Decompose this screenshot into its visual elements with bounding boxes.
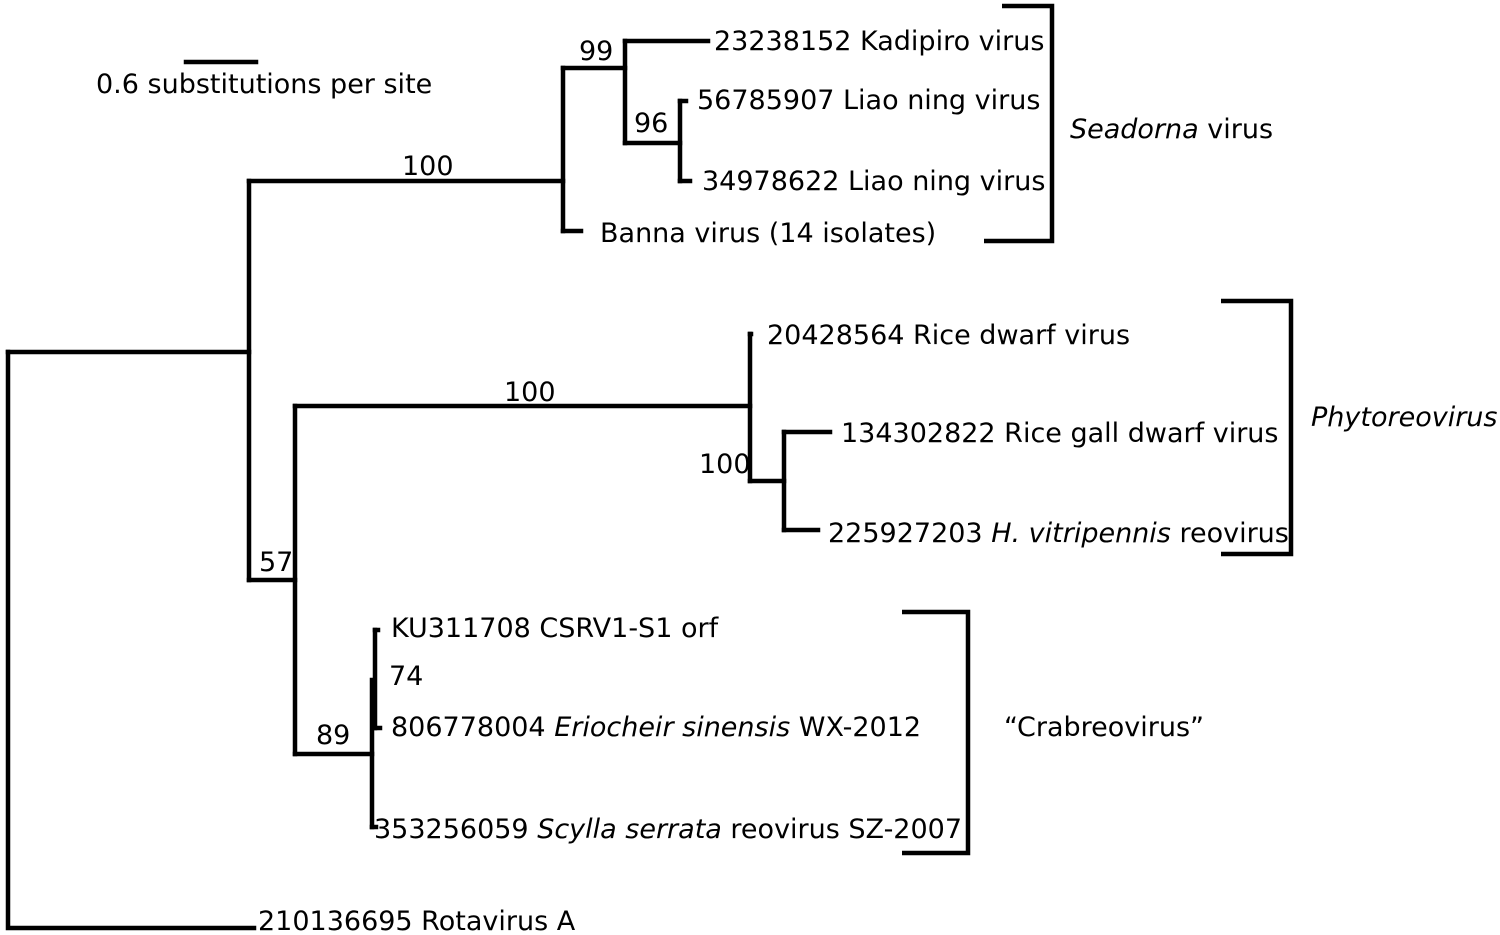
label-segment: 56785907 Liao ning virus [697, 85, 1040, 116]
label-segment: 210136695 Rotavirus A [258, 906, 576, 935]
leaf-label: 23238152 Kadipiro virus [714, 26, 1044, 57]
label-segment: 353256059 [374, 814, 537, 845]
label-segment: 23238152 Kadipiro virus [714, 26, 1044, 57]
root-branch [5, 349, 257, 931]
support-value: 96 [634, 108, 668, 139]
leaf-label: 806778004 Eriocheir sinensis WX-2012 [391, 712, 921, 743]
clade-bracket-crabreovirus [902, 609, 971, 856]
leaf-label: Banna virus (14 isolates) [600, 218, 936, 249]
leaf-label: 56785907 Liao ning virus [697, 85, 1040, 116]
leaf-label: 225927203 H. vitripennis reovirus [828, 518, 1289, 549]
support-value: 74 [389, 661, 423, 692]
support-value: 57 [259, 547, 293, 578]
scale-bar-label: 0.6 substitutions per site [96, 69, 432, 100]
clade-bracket-seadorna [984, 3, 1055, 244]
clade-label: “Crabreovirus” [1004, 712, 1204, 743]
leaf-label: KU311708 CSRV1-S1 orf [391, 613, 720, 644]
leaf-label: 134302822 Rice gall dwarf virus [841, 418, 1278, 449]
label-segment: 34978622 Liao ning virus [702, 166, 1045, 197]
clade-bracket-phytoreovirus [1221, 298, 1294, 557]
label-segment: 806778004 [391, 712, 554, 743]
label-segment: Seadorna [1070, 114, 1199, 145]
support-value: 99 [579, 36, 613, 67]
label-segment: Scylla serrata [537, 814, 722, 845]
leaf-label: 353256059 Scylla serrata reovirus SZ-200… [374, 814, 962, 845]
support-value: 100 [504, 377, 556, 408]
label-segment: reovirus [1171, 518, 1289, 549]
label-segment: 225927203 [828, 518, 991, 549]
clade-label: Phytoreovirus [1311, 402, 1497, 433]
label-segment: WX-2012 [790, 712, 921, 743]
support-value: 100 [699, 449, 751, 480]
label-segment: virus [1199, 114, 1273, 145]
clade-label: Seadorna virus [1070, 114, 1273, 145]
leaf-label: 34978622 Liao ning virus [702, 166, 1045, 197]
leaf-label: 20428564 Rice dwarf virus [767, 320, 1130, 351]
leaf-label: 210136695 Rotavirus A [258, 906, 576, 935]
label-segment: Phytoreovirus [1311, 402, 1497, 433]
label-segment: KU311708 CSRV1-S1 orf [391, 613, 720, 644]
label-segment: 134302822 Rice gall dwarf virus [841, 418, 1278, 449]
label-segment: Eriocheir sinensis [554, 712, 790, 743]
label-segment: 20428564 Rice dwarf virus [767, 320, 1130, 351]
support-value: 89 [316, 720, 350, 751]
label-segment: reovirus SZ-2007 [722, 814, 962, 845]
support-value: 100 [402, 151, 454, 182]
label-segment: Banna virus (14 isolates) [600, 218, 936, 249]
label-segment: H. vitripennis [991, 518, 1171, 549]
label-segment: “Crabreovirus” [1004, 712, 1204, 743]
